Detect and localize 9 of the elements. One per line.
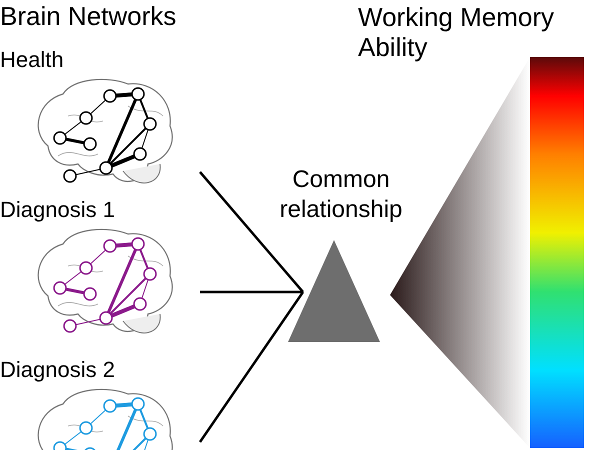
triangle-caption: Common relationship (278, 165, 404, 225)
group-label: Health (0, 48, 64, 72)
column-heading: Brain Networks (0, 2, 176, 30)
scale-title: Working Memory Ability (358, 2, 556, 62)
connector-line (199, 171, 304, 293)
connector-line (200, 290, 303, 294)
connector-line (198, 291, 304, 443)
group-label: Diagnosis 1 (0, 198, 115, 222)
group-label: Diagnosis 2 (0, 358, 115, 382)
